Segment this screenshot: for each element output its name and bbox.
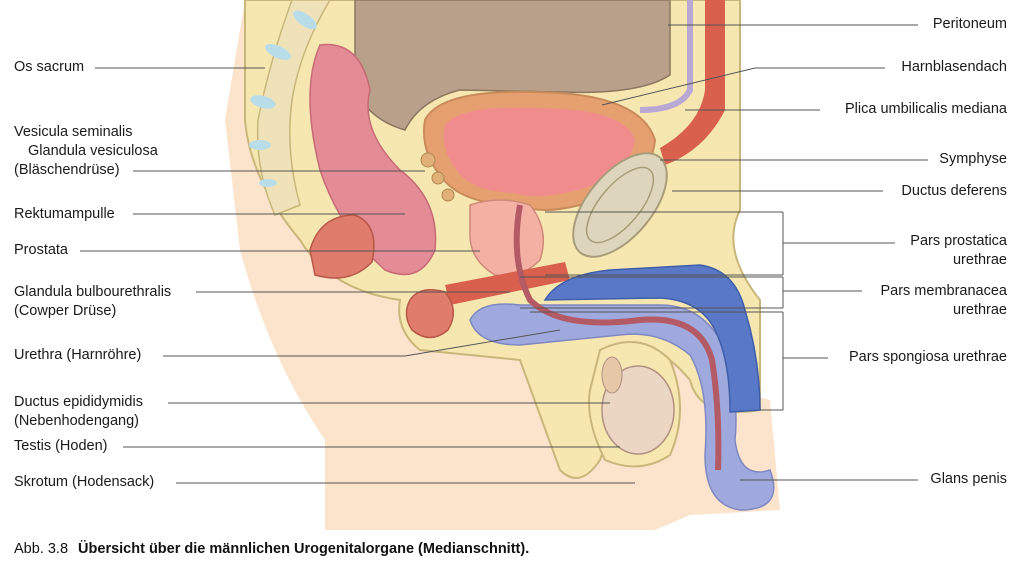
label-plica-umbilicalis: Plica umbilicalis mediana bbox=[845, 100, 1007, 119]
symphysis-inner bbox=[585, 166, 655, 244]
label-rektumampulle: Rektumampulle bbox=[14, 205, 115, 224]
label-pars-spongiosa: Pars spongiosa urethrae bbox=[849, 348, 1007, 367]
cowper-gland bbox=[405, 289, 454, 339]
label-line: urethrae bbox=[952, 302, 1007, 318]
bladder-lumen bbox=[443, 107, 635, 197]
corpus-cavernosum bbox=[543, 264, 761, 413]
label-line: Harnblasendach bbox=[901, 59, 1007, 75]
vertebra-disc bbox=[250, 95, 276, 109]
caption-number: Abb. 3.8 bbox=[14, 541, 69, 557]
label-line: Pars prostatica bbox=[910, 233, 1007, 249]
abdominal-muscle bbox=[660, 0, 725, 165]
label-glandula-bulbourethralis: Glandula bulbourethralis (Cowper Drüse) bbox=[14, 283, 171, 321]
vertebra-disc bbox=[293, 10, 317, 30]
label-pars-membranacea: Pars membranacea urethrae bbox=[880, 282, 1007, 320]
label-line: Vesicula seminalis bbox=[14, 124, 133, 140]
label-pars-prostatica: Pars prostatica urethrae bbox=[910, 232, 1007, 270]
label-line: Prostata bbox=[14, 242, 68, 258]
label-ductus-epididymidis: Ductus epididymidis (Nebenhodengang) bbox=[14, 393, 143, 431]
label-line: Ductus epididymidis bbox=[14, 394, 143, 410]
label-line: Rektumampulle bbox=[14, 206, 115, 222]
label-harnblasendach: Harnblasendach bbox=[901, 58, 1007, 77]
pelvic-floor-muscle bbox=[445, 262, 570, 305]
seminal-vesicle bbox=[441, 188, 455, 202]
label-line: Os sacrum bbox=[14, 59, 85, 75]
leader-lines-right bbox=[520, 24, 928, 481]
label-ductus-deferens: Ductus deferens bbox=[901, 182, 1007, 201]
seminal-vesicle bbox=[420, 152, 436, 168]
label-peritoneum: Peritoneum bbox=[933, 15, 1007, 34]
label-line: Symphyse bbox=[939, 151, 1007, 167]
label-line: Ductus deferens bbox=[901, 183, 1007, 199]
label-skrotum: Skrotum (Hodensack) bbox=[14, 473, 154, 492]
label-line: Glandula bulbourethralis bbox=[14, 284, 172, 300]
figure-caption: Abb. 3.8 Übersicht über die männlichen U… bbox=[14, 541, 529, 557]
label-line: Plica umbilicalis mediana bbox=[845, 101, 1007, 117]
label-line: (Nebenhodengang) bbox=[14, 413, 139, 429]
corpus-spongiosum bbox=[469, 303, 775, 511]
testis-shape bbox=[601, 365, 675, 455]
label-line: (Bläschendrüse) bbox=[14, 162, 120, 178]
prostate-shape bbox=[469, 199, 545, 277]
peritoneum-line bbox=[639, 0, 693, 113]
label-line: Glans penis bbox=[930, 471, 1007, 487]
leader-lines-left bbox=[80, 67, 635, 484]
label-line: Pars membranacea bbox=[880, 283, 1007, 299]
label-prostata: Prostata bbox=[14, 241, 68, 260]
label-line: urethrae bbox=[952, 252, 1007, 268]
label-line: Pars spongiosa urethrae bbox=[849, 349, 1007, 365]
label-line: Glandula vesiculosa bbox=[28, 143, 158, 159]
caption-title: Übersicht über die männlichen Urogenital… bbox=[78, 541, 530, 557]
intestine-shape bbox=[354, 0, 671, 131]
urethra-path bbox=[513, 204, 722, 471]
rectum-fold bbox=[309, 214, 375, 279]
label-os-sacrum: Os sacrum bbox=[14, 58, 84, 77]
label-vesicula-seminalis: Vesicula seminalis Glandula vesiculosa (… bbox=[14, 123, 158, 180]
label-symphyse: Symphyse bbox=[939, 150, 1007, 169]
label-line: (Cowper Drüse) bbox=[14, 303, 117, 319]
label-line: Testis (Hoden) bbox=[14, 438, 108, 454]
label-urethra: Urethra (Harnröhre) bbox=[14, 346, 141, 365]
vertebra-disc bbox=[259, 179, 277, 187]
seminal-vesicle bbox=[431, 171, 445, 185]
vertebra-disc bbox=[249, 140, 271, 150]
epididymis-shape bbox=[601, 356, 623, 394]
label-line: Skrotum (Hodensack) bbox=[14, 474, 155, 490]
label-glans-penis: Glans penis bbox=[930, 470, 1007, 489]
label-line: Urethra (Harnröhre) bbox=[14, 347, 142, 363]
symphysis-shape bbox=[572, 152, 668, 258]
vertebra-disc bbox=[265, 43, 291, 61]
label-testis: Testis (Hoden) bbox=[14, 437, 107, 456]
label-line: Peritoneum bbox=[932, 16, 1007, 32]
